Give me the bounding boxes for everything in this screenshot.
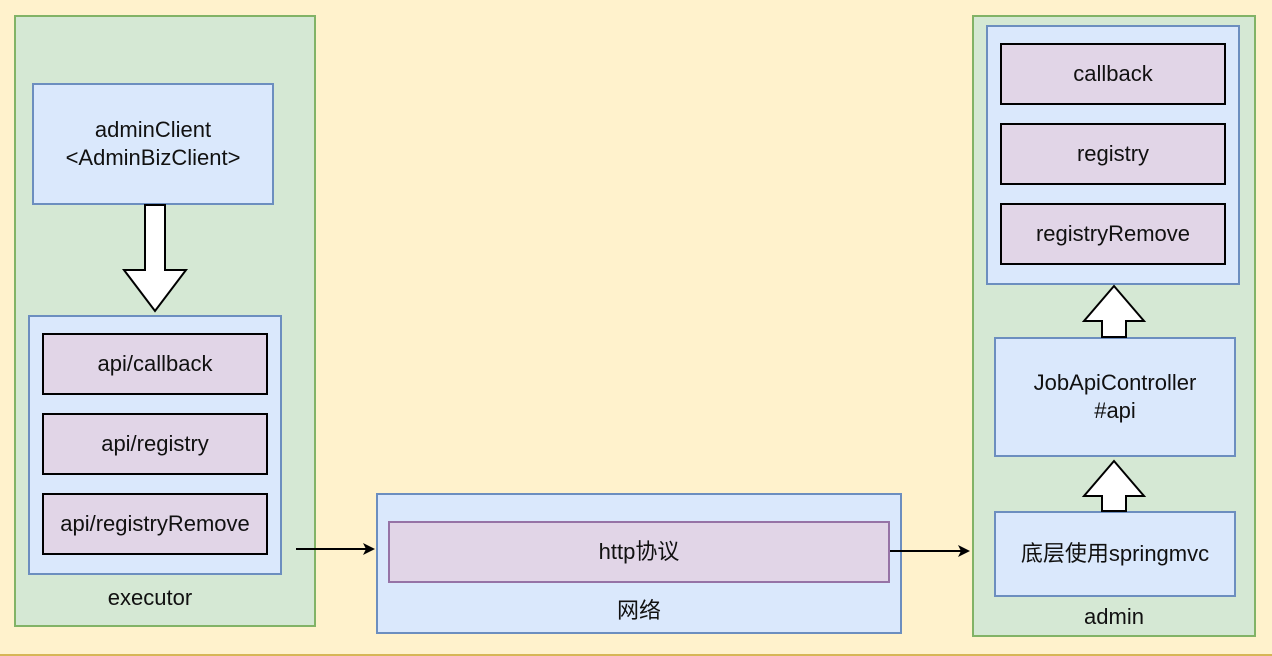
- admin-handler-registry-remove[interactable]: registryRemove: [1000, 203, 1226, 265]
- block-arrow-up-springmvc: [1081, 459, 1147, 512]
- http-protocol-label: http协议: [598, 539, 680, 564]
- admin-handler-callback[interactable]: callback: [1000, 43, 1226, 105]
- admin-handler-registry[interactable]: registry: [1000, 123, 1226, 185]
- bottom-border: [0, 654, 1272, 656]
- job-api-controller-box[interactable]: JobApiController #api: [994, 337, 1236, 457]
- admin-client-name: adminClient: [94, 117, 212, 142]
- network-label: 网络: [616, 598, 661, 623]
- job-api-controller-name: JobApiController: [1033, 370, 1197, 395]
- block-arrow-up-controller: [1081, 284, 1147, 338]
- admin-handler-registry-remove-label: registryRemove: [1035, 221, 1191, 246]
- executor-label: executor: [107, 585, 193, 610]
- block-arrow-down: [121, 204, 189, 313]
- admin-handler-callback-label: callback: [1073, 61, 1153, 86]
- executor-api-callback-label: api/callback: [97, 351, 213, 376]
- executor-api-registry-remove-label: api/registryRemove: [60, 511, 250, 536]
- executor-api-registry-label: api/registry: [101, 431, 209, 456]
- executor-api-callback[interactable]: api/callback: [42, 333, 268, 395]
- springmvc-label: 底层使用springmvc: [1020, 541, 1210, 566]
- job-api-controller-path: #api: [1094, 398, 1136, 423]
- http-protocol-box[interactable]: http协议: [388, 521, 890, 583]
- executor-api-registry-remove[interactable]: api/registryRemove: [42, 493, 268, 555]
- admin-handler-registry-label: registry: [1076, 141, 1150, 166]
- executor-api-registry[interactable]: api/registry: [42, 413, 268, 475]
- admin-client-box[interactable]: adminClient <AdminBizClient>: [32, 83, 274, 205]
- admin-client-type: <AdminBizClient>: [65, 145, 241, 170]
- admin-label: admin: [1084, 604, 1144, 629]
